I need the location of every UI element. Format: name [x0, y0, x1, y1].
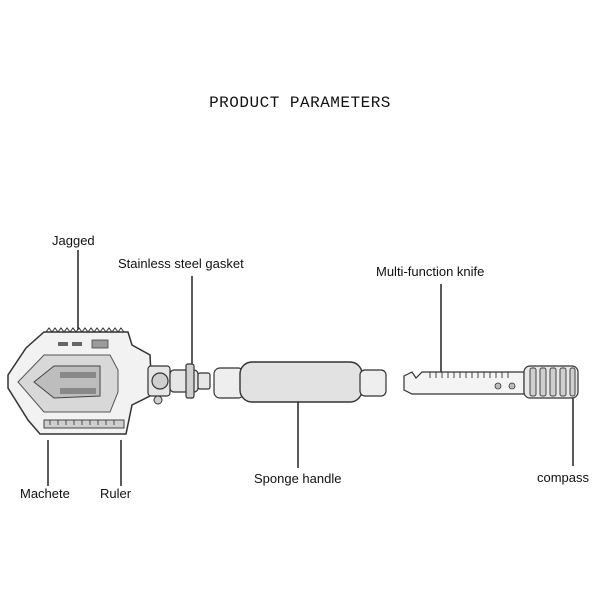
shovel-blade: [7, 327, 153, 435]
label-sponge-handle: Sponge handle: [254, 471, 342, 486]
label-stainless-steel-gasket: Stainless steel gasket: [118, 256, 244, 271]
sponge-handle: [213, 361, 387, 403]
page-title: PRODUCT PARAMETERS: [209, 94, 391, 112]
compass: [523, 365, 579, 399]
stainless-steel-gasket: [147, 363, 211, 405]
label-compass: compass: [537, 470, 590, 485]
label-machete: Machete: [20, 486, 70, 501]
label-ruler: Ruler: [100, 486, 132, 501]
label-multi-function-knife: Multi-function knife: [376, 264, 485, 279]
leader-lines: [47, 250, 574, 486]
multi-function-knife: [403, 371, 525, 395]
label-jagged: Jagged: [52, 233, 95, 248]
